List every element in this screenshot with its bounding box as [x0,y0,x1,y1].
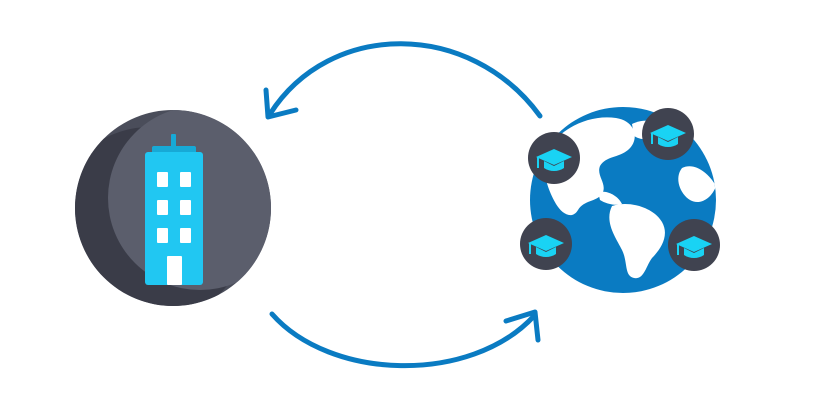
arrow-top-head [263,87,299,120]
cap-board [536,149,572,165]
cap-tassel [537,157,539,168]
graduation-cap-icon [520,218,572,270]
cap-base [658,137,678,147]
building-window [157,172,168,187]
building-window [157,200,168,215]
cap-base [544,161,564,171]
building-window [180,228,191,243]
cap-board [528,235,564,251]
office-building-icon [75,110,271,306]
graduation-cap-icon [528,132,580,184]
graduation-cap-icon [668,219,720,271]
cap-tassel [529,243,531,254]
globe-land-island [596,121,610,131]
building-window [180,172,191,187]
cap-board [676,236,712,252]
cap-base [684,248,704,258]
cap-tassel [651,133,653,144]
building-window [157,228,168,243]
arrow-bottom-head [503,309,541,343]
arrow-building-to-globe [269,309,541,369]
globe-land-central-america [598,191,622,205]
cap-base [536,247,556,257]
building-door [167,256,182,285]
arrow-top-curve [267,41,543,119]
globe-land-africa [678,166,716,203]
cap-tassel [677,244,679,255]
building-antenna [171,134,176,148]
arrow-bottom-curve [269,311,537,369]
cap-board [650,125,686,141]
building-window [180,200,191,215]
globe-land-south-america [609,203,665,279]
graduation-cap-icon [642,108,694,160]
arrow-globe-to-building [263,41,543,120]
